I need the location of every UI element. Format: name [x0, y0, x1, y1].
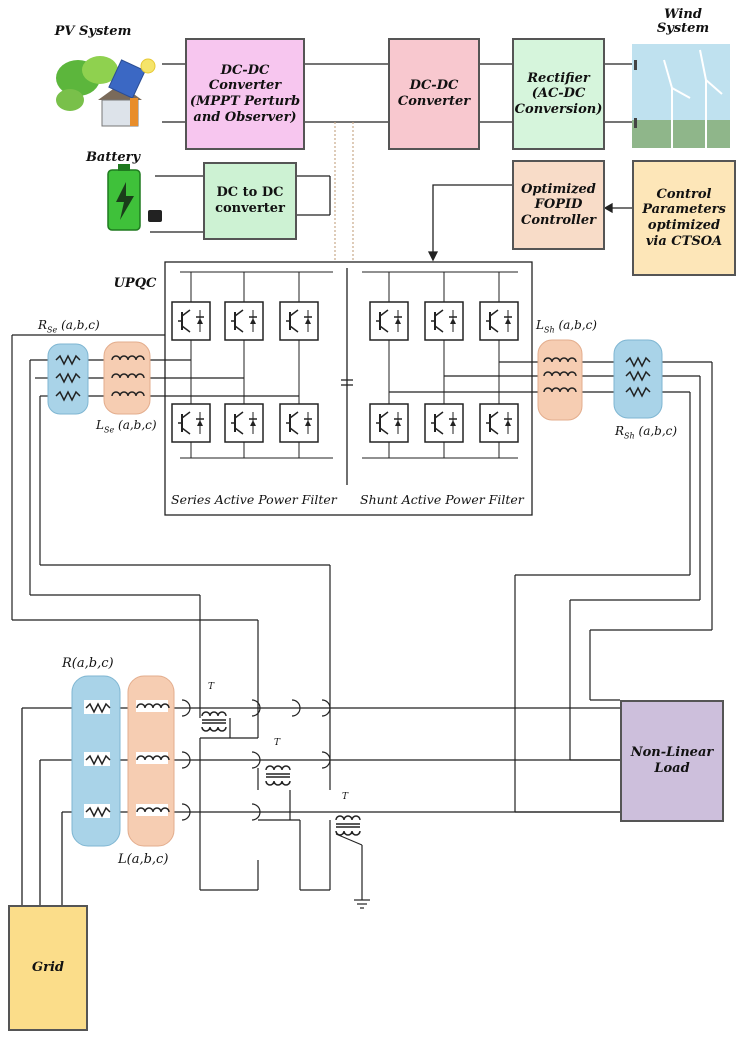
r-grid-label: R(a,b,c)	[62, 656, 114, 671]
t3-label: T	[342, 792, 349, 802]
grid-source: Grid	[8, 905, 88, 1031]
l-se-box	[103, 341, 151, 415]
series-filter-label: Series Active Power Filter	[171, 492, 337, 507]
fopid-arrow	[427, 184, 632, 262]
battery-label: Battery	[85, 150, 141, 165]
l-sh-label: LSh (a,b,c)	[536, 318, 597, 335]
transformer-t2	[265, 765, 291, 786]
transformer-legs	[181, 695, 370, 909]
ctsoa-parameters: Control Parameters optimized via CTSOA	[632, 160, 736, 276]
dc-to-dc-converter: DC to DC converter	[203, 162, 297, 240]
l-sh-box	[537, 339, 583, 421]
r-sh-box	[613, 339, 663, 419]
r-se-box	[47, 343, 89, 415]
r-se-label: RSe (a,b,c)	[38, 318, 100, 335]
shunt-filter-wiring	[389, 361, 713, 812]
l-se-label: LSe (a,b,c)	[96, 418, 157, 435]
l-grid-label: L(a,b,c)	[118, 852, 169, 867]
t2-label: T	[274, 738, 281, 748]
pv-house-icon	[56, 56, 156, 127]
r-sh-label: RSh (a,b,c)	[615, 424, 678, 441]
dc-link-dotted	[334, 122, 354, 262]
rectifier-box: Rectifier (AC-DC Conversion)	[512, 38, 605, 150]
dcdc-pv-converter: DC-DC Converter (MPPT Perturb and Observ…	[185, 38, 305, 150]
fopid-controller: Optimized FOPID Controller	[512, 160, 605, 250]
wind-turbine-icon	[632, 44, 730, 148]
t1-label: T	[208, 682, 215, 692]
source-wiring	[150, 63, 632, 233]
wind-system-label: Wind System	[656, 7, 710, 37]
shunt-filter-label: Shunt Active Power Filter	[360, 492, 524, 507]
upqc-label: UPQC	[113, 276, 157, 291]
non-linear-load: Non-Linear Load	[620, 700, 724, 822]
transformer-t3	[335, 815, 361, 836]
battery-icon	[107, 164, 162, 231]
transformer-t1	[201, 711, 227, 732]
upqc-frame	[164, 261, 533, 516]
dcdc-mid-converter: DC-DC Converter	[388, 38, 480, 150]
pv-system-label: PV System	[54, 24, 132, 39]
series-filter-wiring	[11, 334, 331, 790]
